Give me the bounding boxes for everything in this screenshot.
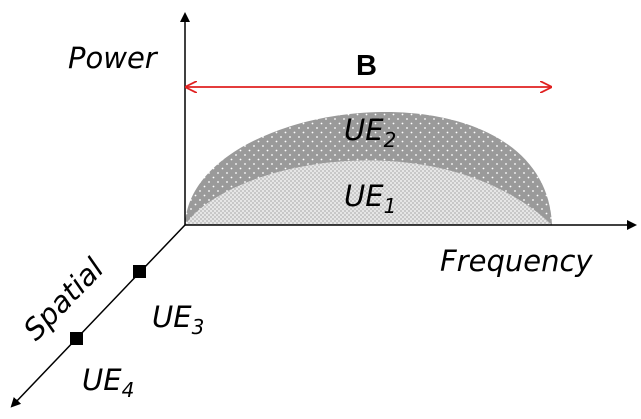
power-label: Power — [68, 41, 159, 75]
frequency-label: Frequency — [440, 244, 593, 278]
spatial-axis — [10, 224, 186, 408]
ue4-marker — [70, 332, 83, 345]
ue1-label: UE1 — [344, 179, 396, 218]
ue3-label: UE3 — [152, 300, 204, 339]
ue4-label: UE4 — [82, 363, 134, 402]
ue3-marker — [133, 265, 146, 278]
spatial-label: Spatial — [17, 251, 111, 346]
bandwidth-label: B — [356, 50, 377, 82]
ue2-label: UE2 — [344, 113, 396, 152]
ue1-region — [185, 160, 552, 225]
